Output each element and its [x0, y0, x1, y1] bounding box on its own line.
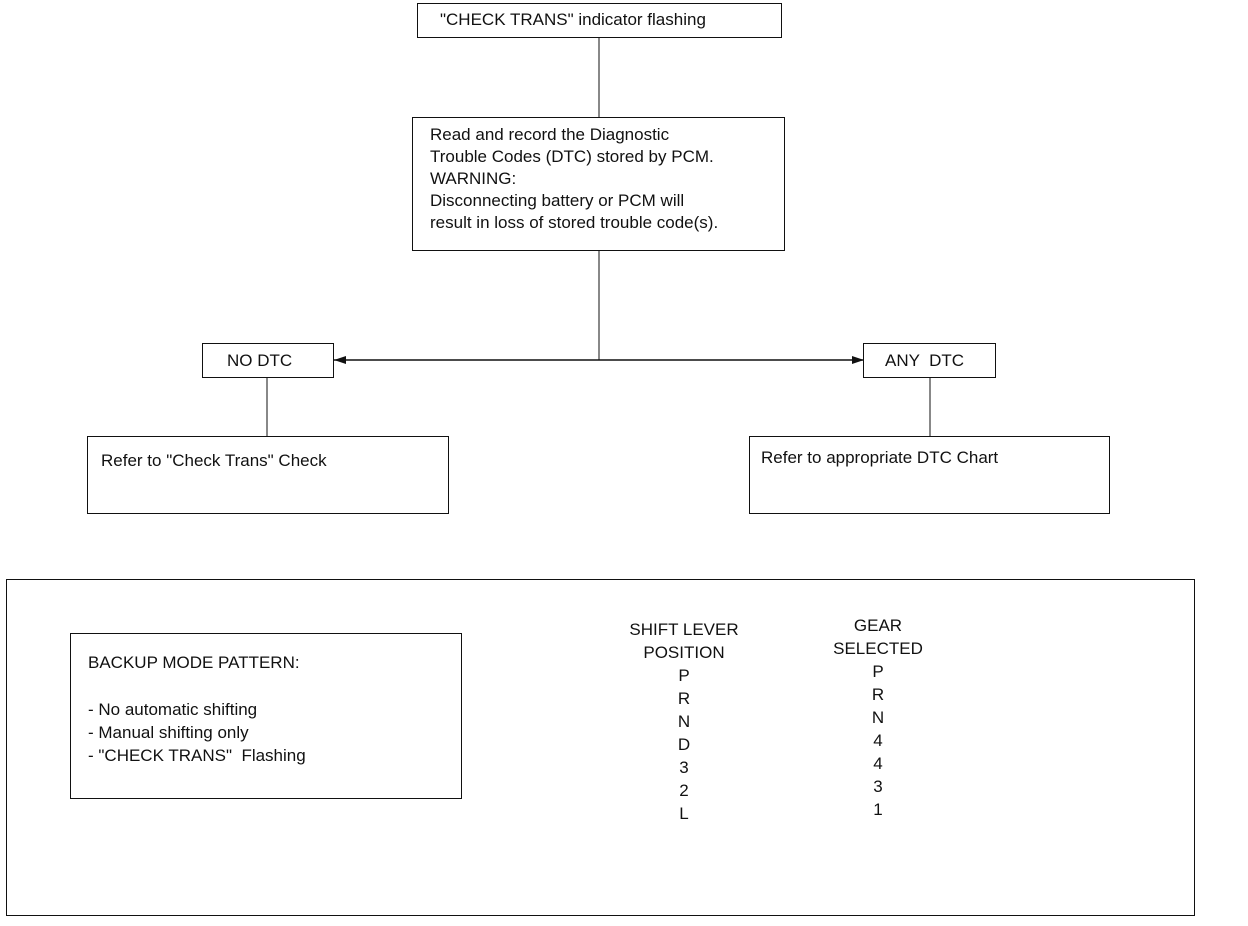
shift-lever-value: P [678, 666, 690, 685]
read-record-line-4: Disconnecting battery or PCM will [430, 191, 685, 210]
read-record-line-1: Read and record the Diagnostic [430, 125, 670, 144]
shift-lever-value: N [677, 712, 691, 731]
gear-header-line-1: GEAR [853, 616, 903, 635]
read-record-line-5: result in loss of stored trouble code(s)… [430, 213, 719, 232]
any-dtc-box: ANY DTC [863, 343, 996, 378]
gear-selected-column: GEAR SELECTED P R N 4 4 3 1 [808, 614, 948, 821]
backup-mode-list: - No automatic shifting - Manual shiftin… [88, 698, 306, 767]
read-record-text: Read and record the Diagnostic Trouble C… [430, 124, 718, 234]
backup-mode-item: - No automatic shifting [88, 700, 258, 719]
shift-lever-column: SHIFT LEVER POSITION P R N D 3 2 L [614, 618, 754, 825]
backup-mode-item: - Manual shifting only [88, 723, 249, 742]
read-record-line-3: WARNING: [430, 169, 517, 188]
shift-lever-value: R [677, 689, 691, 708]
start-box: "CHECK TRANS" indicator flashing [417, 3, 782, 38]
refer-check-trans-box: Refer to "Check Trans" Check [87, 436, 449, 514]
gear-header-line-2: SELECTED [833, 639, 923, 658]
backup-mode-item: - "CHECK TRANS" Flashing [88, 746, 306, 765]
backup-mode-box: BACKUP MODE PATTERN: - No automatic shif… [70, 633, 462, 799]
gear-value: R [871, 685, 885, 704]
gear-value: 3 [873, 777, 883, 796]
start-label: "CHECK TRANS" indicator flashing [440, 10, 706, 29]
no-dtc-label: NO DTC [227, 351, 293, 370]
shift-lever-value: D [677, 735, 691, 754]
gear-value: P [872, 662, 884, 681]
no-dtc-box: NO DTC [202, 343, 334, 378]
gear-value: 4 [873, 754, 883, 773]
refer-check-trans-label: Refer to "Check Trans" Check [101, 451, 327, 470]
gear-value: 4 [873, 731, 883, 750]
backup-mode-title: BACKUP MODE PATTERN: [88, 653, 300, 672]
shift-lever-header-line-2: POSITION [643, 643, 725, 662]
refer-dtc-chart-label: Refer to appropriate DTC Chart [761, 448, 999, 467]
shift-lever-header-line-1: SHIFT LEVER [629, 620, 739, 639]
read-record-box: Read and record the Diagnostic Trouble C… [412, 117, 785, 251]
shift-lever-value: 2 [679, 781, 689, 800]
shift-lever-value: 3 [679, 758, 689, 777]
any-dtc-label: ANY DTC [885, 351, 965, 370]
shift-lever-value: L [679, 804, 689, 823]
refer-dtc-chart-box: Refer to appropriate DTC Chart [749, 436, 1110, 514]
gear-value: 1 [873, 800, 883, 819]
gear-value: N [871, 708, 885, 727]
read-record-line-2: Trouble Codes (DTC) stored by PCM. [430, 147, 714, 166]
